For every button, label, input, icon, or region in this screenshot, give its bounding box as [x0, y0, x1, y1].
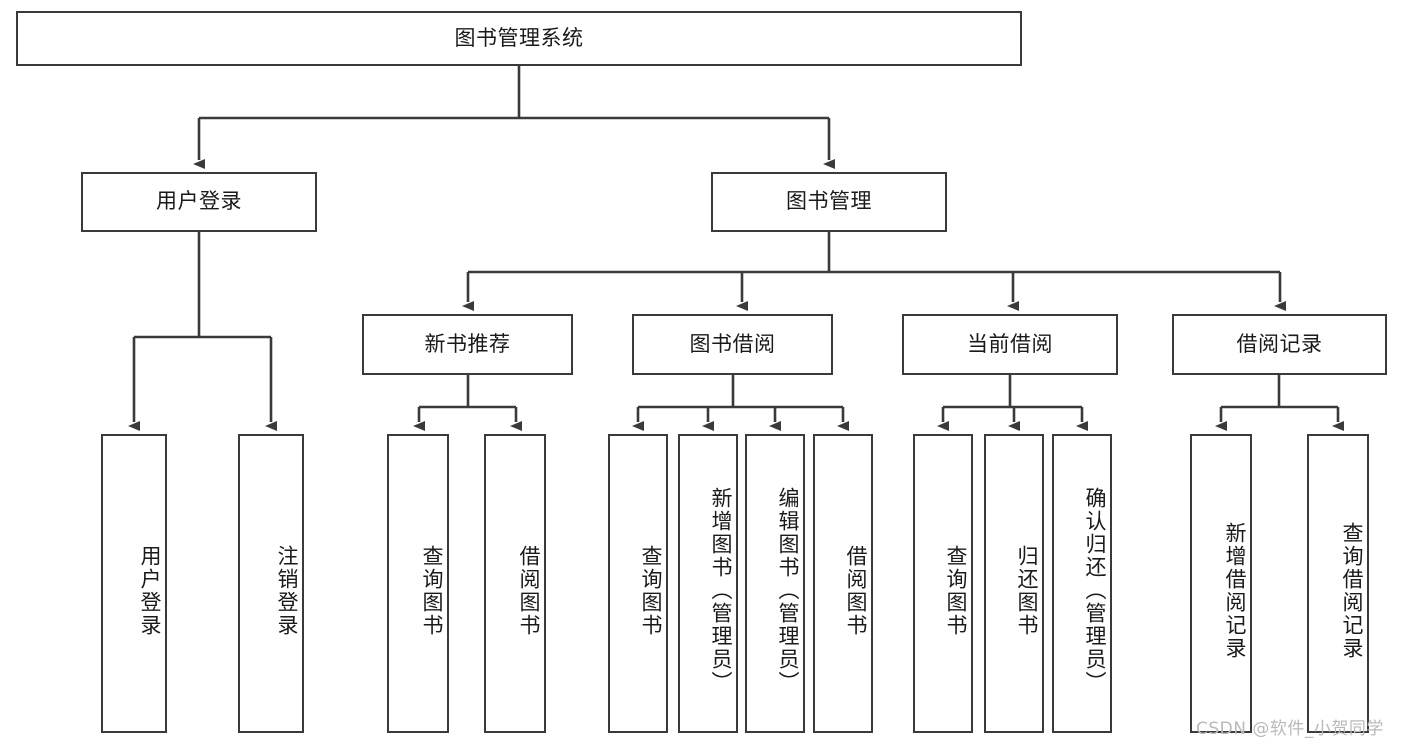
- leaf-confirm-return-admin[interactable]: 确认归还（管理员）: [1052, 434, 1112, 733]
- watermark-credit: CSDN @软件_小贺同学: [1196, 719, 1384, 739]
- node-current-borrow[interactable]: 当前借阅: [902, 314, 1118, 375]
- node-borrow-record[interactable]: 借阅记录: [1172, 314, 1387, 375]
- leaf-return-book[interactable]: 归还图书: [984, 434, 1044, 733]
- leaf-add-book-admin[interactable]: 新增图书（管理员）: [678, 434, 738, 733]
- node-root-book-management-system[interactable]: 图书管理系统: [16, 11, 1022, 66]
- node-book-management[interactable]: 图书管理: [711, 172, 947, 232]
- node-user-login[interactable]: 用户登录: [81, 172, 317, 232]
- leaf-borrow-book-newbook[interactable]: 借阅图书: [484, 434, 546, 733]
- leaf-user-login[interactable]: 用户登录: [101, 434, 167, 733]
- leaf-query-book-borrow[interactable]: 查询图书: [608, 434, 668, 733]
- node-book-borrow[interactable]: 图书借阅: [632, 314, 833, 375]
- leaf-query-borrow-record[interactable]: 查询借阅记录: [1307, 434, 1369, 733]
- leaf-logout-login[interactable]: 注销登录: [238, 434, 304, 733]
- leaf-add-borrow-record[interactable]: 新增借阅记录: [1190, 434, 1252, 733]
- leaf-borrow-book[interactable]: 借阅图书: [813, 434, 873, 733]
- leaf-query-book-current[interactable]: 查询图书: [913, 434, 973, 733]
- leaf-edit-book-admin[interactable]: 编辑图书（管理员）: [745, 434, 805, 733]
- node-new-book-recommend[interactable]: 新书推荐: [362, 314, 573, 375]
- leaf-query-book-newbook[interactable]: 查询图书: [387, 434, 449, 733]
